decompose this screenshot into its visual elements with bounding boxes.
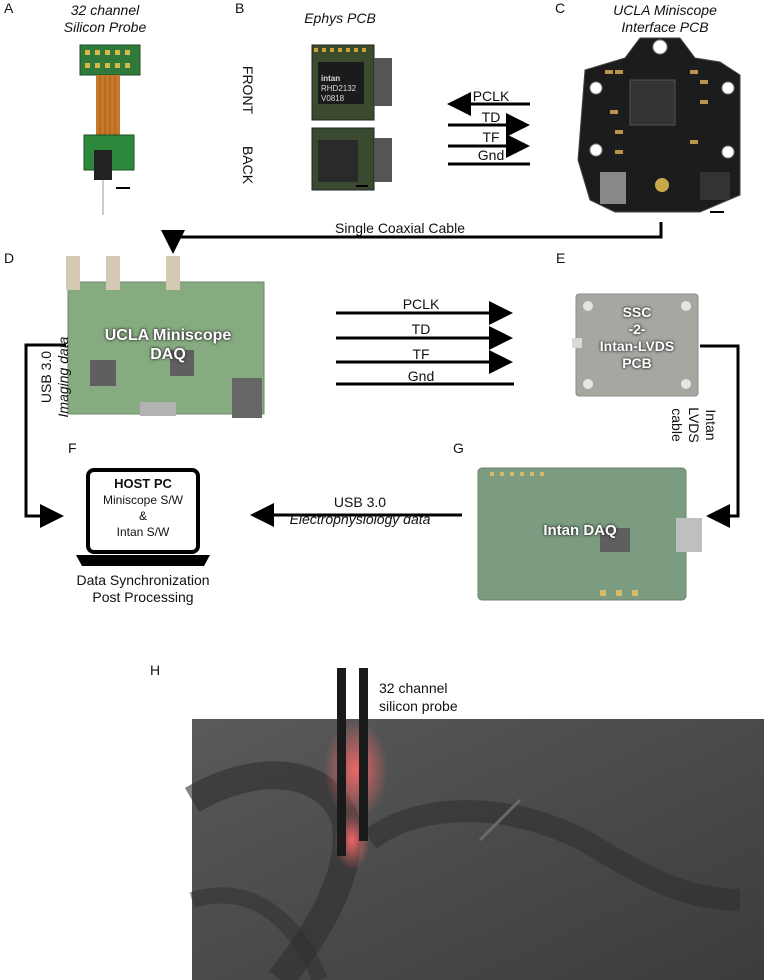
chip-model: RHD2132	[321, 84, 357, 93]
panel-letter-d: D	[4, 250, 15, 266]
probe-label-line1: 32 channel	[379, 680, 448, 696]
host-pc-line1: Miniscope S/W	[102, 493, 184, 507]
probe-shank-left	[337, 668, 346, 856]
host-pc-line2: &	[138, 509, 147, 523]
silicon-probe-image	[79, 44, 141, 215]
coaxial-cable-arrow	[161, 222, 663, 254]
signal-mid-tf: TF	[412, 346, 430, 362]
panel-letter-h: H	[150, 662, 161, 678]
miniscope-daq-label-line1: UCLA Miniscope	[104, 327, 232, 344]
signal-top-td: TD	[481, 109, 501, 125]
usb-ephys-label: USB 3.0 Electrophysiology data	[270, 494, 450, 528]
signal-mid-pclk: PCLK	[402, 296, 440, 312]
ssc-label-line4: PCB	[622, 355, 652, 371]
signal-top-gnd: Gnd	[477, 147, 505, 163]
lvds-label-line2: LVDS	[686, 407, 702, 443]
panel-a-title-line1: 32 channel	[70, 2, 140, 18]
miniscope-daq-label-line2: DAQ	[150, 346, 186, 363]
host-pc-caption-line2: Post Processing	[92, 589, 194, 605]
lvds-label-line1: Intan	[703, 409, 719, 441]
lvds-label-line3: cable	[669, 408, 685, 442]
panel-c-title-line2: Interface PCB	[621, 19, 709, 35]
usb-imaging-label-line1: USB 3.0	[38, 350, 54, 404]
probe-label-line2: silicon probe	[379, 698, 458, 714]
intan-daq-image	[477, 467, 702, 601]
usb-imaging-arrow	[24, 343, 66, 528]
panel-letter-a: A	[4, 0, 14, 16]
top-signal-arrows	[447, 92, 530, 166]
chip-brand: intan	[321, 74, 341, 83]
coax-label: Single Coaxial Cable	[335, 220, 465, 236]
usb-imaging-label-line2: Imaging data	[55, 336, 71, 418]
usb-imaging-label: USB 3.0 Imaging data	[38, 312, 72, 442]
middle-signal-arrows	[336, 301, 514, 386]
intan-daq-label: Intan DAQ	[543, 522, 617, 539]
host-pc-caption-line1: Data Synchronization	[76, 572, 210, 588]
panel-c-title-line1: UCLA Miniscope	[613, 2, 717, 18]
panel-letter-g: G	[453, 440, 464, 456]
signal-mid-td: TD	[411, 321, 431, 337]
usb-ephys-label-line2: Electrophysiology data	[289, 511, 431, 527]
usb-ephys-label-line1: USB 3.0	[333, 494, 387, 510]
miniscope-daq-image	[66, 256, 265, 418]
chip-label: intan RHD2132 V0818	[321, 74, 365, 104]
ephys-pcb-front-image	[311, 44, 392, 121]
miniscope-daq-label: UCLA Miniscope DAQ	[88, 326, 248, 364]
chip-code: V0818	[321, 94, 345, 103]
probe-label: 32 channel silicon probe	[379, 679, 489, 715]
host-pc-line3: Intan S/W	[116, 525, 170, 539]
brain-slice-image	[184, 668, 764, 980]
host-pc-laptop-icon	[76, 468, 210, 566]
panel-a-title-line2: Silicon Probe	[63, 19, 147, 35]
probe-shank-right	[359, 668, 368, 841]
panel-letter-c: C	[555, 0, 566, 16]
miniscope-interface-pcb-image	[577, 37, 741, 213]
ssc-lvds-pcb-image	[572, 293, 699, 397]
ephys-pcb-back-image	[311, 127, 392, 191]
host-pc-screen: HOST PC Miniscope S/W & Intan S/W	[92, 476, 194, 540]
lvds-cable-label: Intan LVDS cable	[668, 380, 719, 470]
host-pc-caption: Data Synchronization Post Processing	[58, 572, 228, 606]
host-pc-title: HOST PC	[114, 476, 172, 491]
signal-mid-gnd: Gnd	[407, 368, 435, 384]
panel-letter-f: F	[68, 440, 77, 456]
ssc-label-line2: -2-	[628, 321, 646, 337]
panel-a-title: 32 channel Silicon Probe	[40, 2, 170, 36]
signal-top-pclk: PCLK	[472, 88, 510, 104]
ssc-label-line3: Intan-LVDS	[599, 338, 675, 354]
panel-letter-e: E	[556, 250, 566, 266]
panel-c-title: UCLA Miniscope Interface PCB	[590, 2, 740, 36]
lvds-cable-arrow	[700, 344, 740, 528]
panel-b-title: Ephys PCB	[304, 10, 376, 26]
ssc-label-line1: SSC	[622, 304, 652, 320]
panel-letter-b: B	[235, 0, 245, 16]
ssc-lvds-label: SSC -2- Intan-LVDS PCB	[578, 304, 696, 372]
signal-top-tf: TF	[482, 129, 500, 145]
